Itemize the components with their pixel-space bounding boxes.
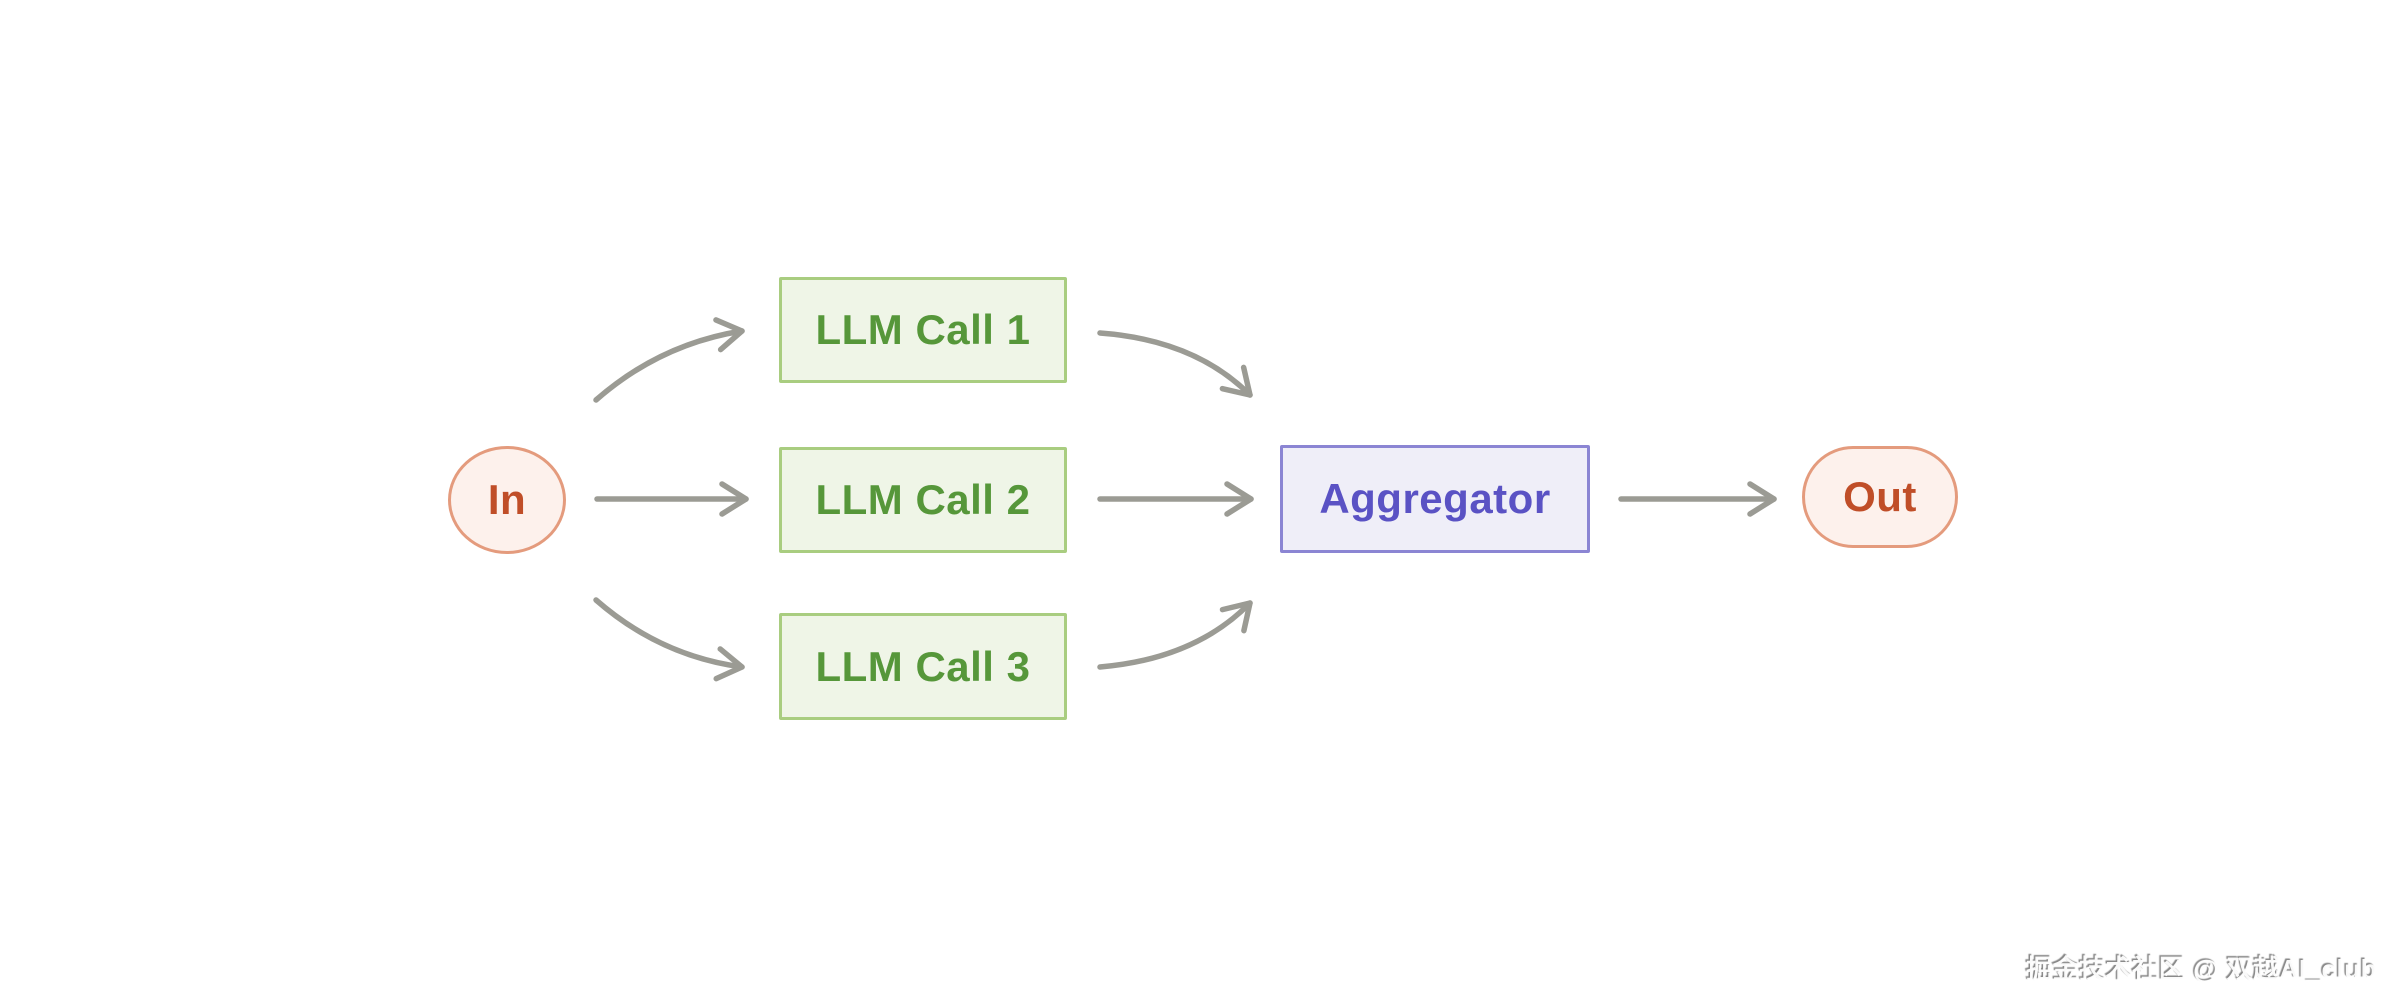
node-llm-call-1-label: LLM Call 1 — [815, 306, 1031, 353]
node-aggregator-label: Aggregator — [1319, 475, 1551, 522]
arrow-in-to-llm-call-3 — [593, 597, 745, 682]
arrow-llm-call-3-to-aggregator — [1097, 600, 1253, 670]
arrow-llm-call-1-to-aggregator — [1097, 330, 1253, 398]
node-out: Out — [1802, 446, 1958, 548]
node-in: In — [448, 446, 566, 554]
arrow-in-to-llm-call-1 — [593, 317, 745, 403]
node-llm-call-1: LLM Call 1 — [779, 277, 1067, 383]
watermark: 掘金技术社区 @ 双越AI_club — [2026, 954, 2377, 984]
node-llm-call-3-label: LLM Call 3 — [815, 642, 1031, 690]
node-llm-call-2-label: LLM Call 2 — [815, 476, 1031, 523]
node-out-label: Out — [1843, 473, 1917, 520]
node-in-label: In — [487, 476, 527, 523]
node-llm-call-2: LLM Call 2 — [779, 447, 1067, 553]
node-aggregator: Aggregator — [1280, 445, 1590, 553]
node-llm-call-3: LLM Call 3 — [779, 613, 1067, 720]
